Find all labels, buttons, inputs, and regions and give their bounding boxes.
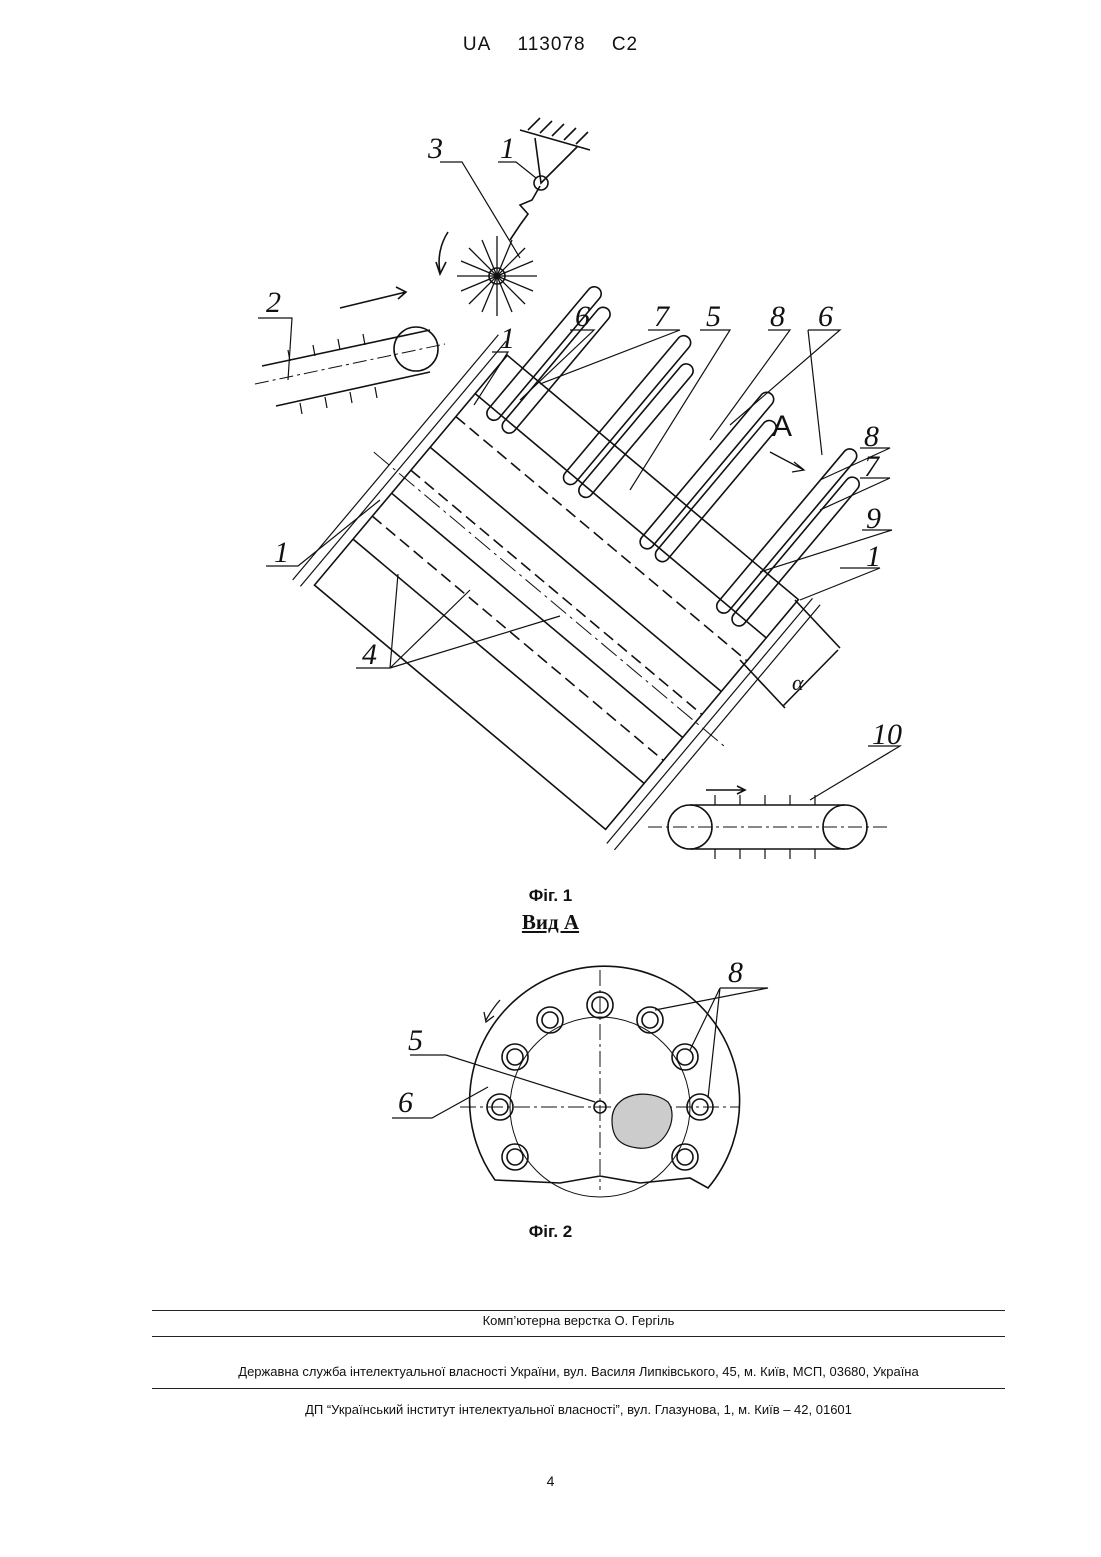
footer-rule-2 bbox=[152, 1336, 1005, 1337]
label-3: 3 bbox=[427, 132, 443, 165]
tubes bbox=[484, 253, 875, 629]
label-1-left: 1 bbox=[274, 536, 289, 569]
figure-2-caption: Фіг. 2 bbox=[0, 1222, 1101, 1242]
office-address: Державна служба інтелектуальної власност… bbox=[152, 1364, 1005, 1379]
footer-rule-1 bbox=[152, 1310, 1005, 1311]
page-number: 4 bbox=[0, 1473, 1101, 1489]
label-1-right: 1 bbox=[866, 540, 881, 573]
label-8: 8 bbox=[728, 956, 743, 989]
hatched-spot bbox=[612, 1094, 672, 1148]
figure-1-caption: Фіг. 1 bbox=[0, 886, 1101, 906]
label-5: 5 bbox=[706, 300, 721, 333]
label-1-mid: 1 bbox=[500, 322, 515, 355]
label-9: 9 bbox=[866, 502, 881, 535]
view-a-title: Вид А bbox=[0, 910, 1101, 935]
label-5: 5 bbox=[408, 1024, 423, 1057]
label-4: 4 bbox=[362, 638, 377, 671]
label-7-a: 7 bbox=[654, 300, 671, 333]
label-6: 6 bbox=[398, 1086, 413, 1119]
label-8-a: 8 bbox=[770, 300, 785, 333]
label-10: 10 bbox=[872, 718, 902, 751]
layout-credit: Комп’ютерна верстка О. Гергіль bbox=[152, 1313, 1005, 1328]
figure-2-drawing bbox=[392, 966, 768, 1197]
institute-address: ДП “Український інститут інтелектуальної… bbox=[152, 1402, 1005, 1417]
label-6-a: 6 bbox=[575, 300, 590, 333]
label-6-b: 6 bbox=[818, 300, 833, 333]
footer-rule-3 bbox=[152, 1388, 1005, 1389]
label-2: 2 bbox=[266, 286, 281, 319]
label-alpha: α bbox=[792, 670, 804, 695]
label-8-b: 8 bbox=[864, 420, 879, 453]
spring bbox=[510, 186, 540, 240]
feed-conveyor bbox=[255, 287, 445, 414]
output-conveyor bbox=[648, 786, 890, 859]
label-7-b: 7 bbox=[864, 450, 881, 483]
alpha-dimension bbox=[740, 600, 840, 708]
label-1-top: 1 bbox=[500, 132, 515, 165]
label-A: A bbox=[772, 410, 792, 443]
figure-1-labels: 1 3 2 1 6 7 5 8 6 A 8 7 9 1 1 4 10 α bbox=[266, 132, 902, 751]
